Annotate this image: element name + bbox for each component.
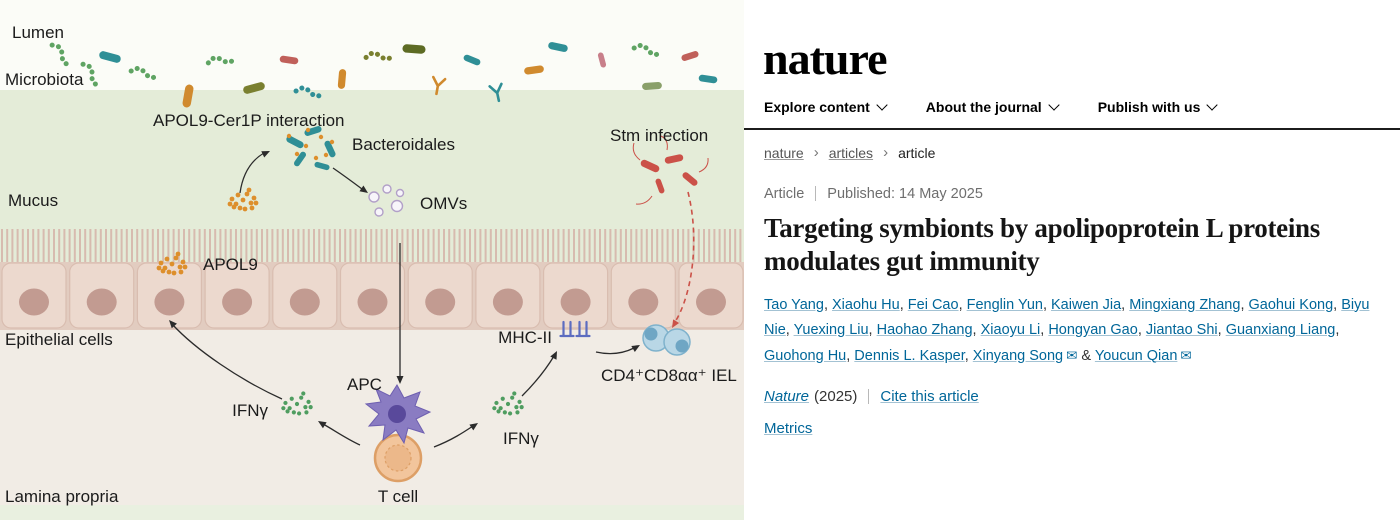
nav-item-about-the-journal[interactable]: About the journal — [925, 98, 1060, 115]
article-panel: nature Explore content About the journal… — [744, 0, 1400, 520]
chevron-down-icon — [876, 98, 888, 111]
journal-link[interactable]: Nature — [764, 388, 810, 406]
label-lamina-propria: Lamina propria — [5, 487, 119, 506]
ifng-dots — [281, 391, 524, 416]
label-mucus: Mucus — [8, 191, 58, 210]
epithelial-cells-row — [1, 262, 744, 329]
citation-line: Nature (2025) Cite this article — [764, 388, 1400, 405]
published-label: Published: — [827, 185, 896, 202]
author-link[interactable]: Gaohui Kong — [1248, 296, 1334, 313]
email-icon[interactable]: ✉ — [1180, 347, 1192, 363]
author-link[interactable]: Yuexing Liu — [793, 322, 869, 339]
author-link[interactable]: Guanxiang Liang — [1225, 322, 1336, 339]
label-apol9: APOL9 — [203, 255, 258, 274]
label-lumen: Lumen — [12, 23, 64, 42]
article-title: Targeting symbionts by apolipoprotein L … — [764, 212, 1320, 277]
breadcrumb-link-nature[interactable]: nature — [764, 144, 804, 161]
arrows — [169, 151, 695, 448]
email-icon[interactable]: ✉ — [1066, 347, 1078, 363]
author-link[interactable]: Youcun Qian — [1094, 347, 1178, 364]
t-cell — [373, 433, 423, 483]
author-link[interactable]: Dennis L. Kasper — [854, 347, 965, 364]
microvilli — [1, 229, 742, 262]
author-link[interactable]: Fei Cao — [907, 296, 959, 313]
author-link[interactable]: Guohong Hu — [764, 347, 847, 364]
mhc2-receptor-icons — [559, 320, 591, 338]
nature-logo[interactable]: nature — [763, 33, 887, 84]
chevron-down-icon — [1206, 98, 1219, 111]
main-nav: Explore content About the journal Publis… — [764, 99, 1400, 128]
author-link[interactable]: Fenglin Yun — [966, 296, 1043, 313]
label-stm-infection: Stm infection — [610, 126, 708, 145]
citation-year: (2025) — [814, 388, 858, 406]
author-link[interactable]: Haohao Zhang — [876, 322, 973, 339]
label-iel: CD4⁺CD8αα⁺ IEL — [601, 366, 737, 385]
label-ifng-right: IFNγ — [503, 429, 539, 448]
lamina-propria-region — [0, 330, 744, 505]
breadcrumb-separator-icon: › — [813, 144, 819, 162]
citation-divider — [868, 389, 870, 405]
article-meta: Article Published: 14 May 2025 — [764, 186, 1400, 202]
breadcrumb-link-articles[interactable]: articles — [828, 144, 874, 161]
bacteroidales-cluster — [286, 126, 336, 171]
breadcrumb-separator-icon: › — [883, 144, 889, 162]
author-link[interactable]: Jiantao Shi — [1145, 322, 1218, 339]
author-link[interactable]: Tao Yang — [764, 296, 824, 313]
author-link[interactable]: Hongyan Gao — [1048, 322, 1138, 339]
author-link[interactable]: Xiaoyu Li — [980, 322, 1041, 339]
breadcrumb: nature › articles › article — [764, 145, 1400, 161]
omv-vesicles — [368, 184, 405, 217]
label-epithelial-cells: Epithelial cells — [5, 330, 113, 349]
label-ifng-left: IFNγ — [232, 401, 268, 420]
chevron-down-icon — [1048, 98, 1060, 111]
nav-item-publish-with-us[interactable]: Publish with us — [1097, 98, 1219, 115]
author-list: Tao Yang, Xiaohu Hu, Fei Cao, Fenglin Yu… — [764, 296, 1370, 364]
author-link[interactable]: Xiaohu Hu — [832, 296, 900, 313]
label-mhc2: MHC-II — [498, 328, 552, 347]
label-apol9-cer1p: APOL9-Cer1P interaction — [153, 111, 345, 130]
gut-immunity-figure: Lumen Microbiota Mucus Epithelial cells … — [0, 0, 744, 520]
author-link[interactable]: Mingxiang Zhang — [1129, 296, 1241, 313]
label-t-cell: T cell — [378, 487, 418, 506]
figure-panel: Lumen Microbiota Mucus Epithelial cells … — [0, 0, 744, 520]
microbiota-layer — [49, 42, 718, 108]
bottom-strip — [0, 505, 744, 520]
label-apc: APC — [347, 375, 382, 394]
author-link[interactable]: Kaiwen Jia — [1051, 296, 1122, 313]
apol9-particles — [156, 187, 259, 276]
site-header: nature Explore content About the journal… — [744, 0, 1400, 130]
stm-bacteria — [632, 135, 709, 205]
nav-item-explore-content[interactable]: Explore content — [764, 98, 888, 115]
nav-label: About the journal — [925, 98, 1042, 115]
metrics-row: Metrics — [764, 420, 1400, 437]
label-bacteroidales: Bacteroidales — [352, 135, 455, 154]
label-microbiota: Microbiota — [5, 70, 84, 89]
nav-label: Publish with us — [1097, 98, 1201, 115]
metrics-link[interactable]: Metrics — [764, 420, 813, 438]
author-link[interactable]: Xinyang Song — [972, 347, 1064, 364]
meta-divider — [815, 186, 817, 202]
breadcrumb-current: article — [898, 144, 936, 161]
author-link[interactable]: Biyu Nie — [764, 296, 1370, 339]
apc-cell — [364, 384, 432, 445]
label-omvs: OMVs — [420, 194, 467, 213]
cite-this-article-link[interactable]: Cite this article — [880, 388, 979, 406]
lumen-region — [0, 0, 744, 90]
published-date: 14 May 2025 — [899, 185, 983, 202]
nav-label: Explore content — [764, 98, 870, 115]
iel-cells — [642, 324, 691, 356]
article-type: Article — [764, 185, 805, 202]
